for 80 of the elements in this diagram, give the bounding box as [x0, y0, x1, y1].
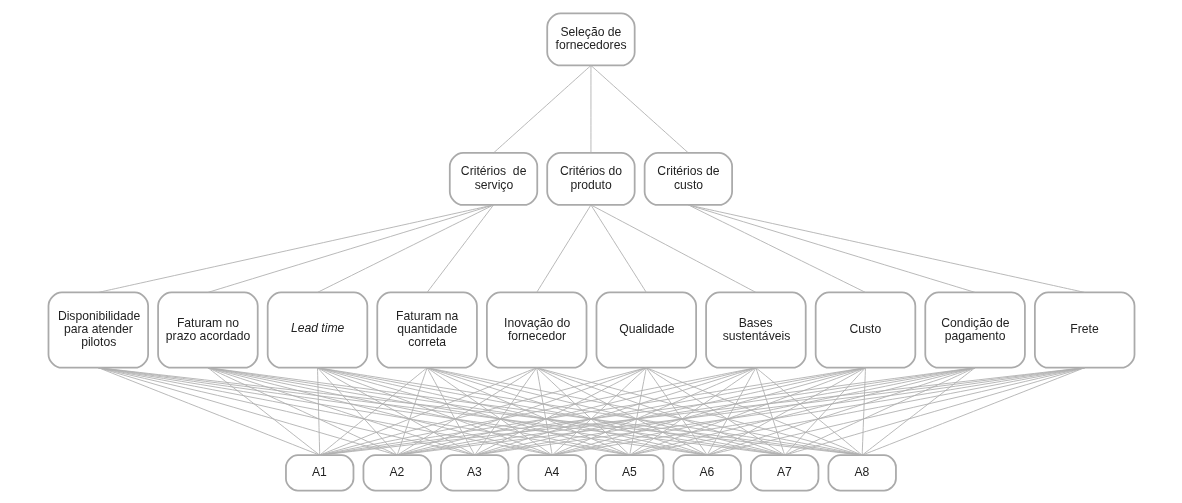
- connector: [645, 366, 785, 456]
- connector: [754, 366, 785, 456]
- connector: [316, 366, 320, 456]
- connector: [206, 366, 553, 456]
- connector: [783, 366, 866, 456]
- connector: [535, 366, 785, 456]
- node-box: A2: [362, 453, 432, 491]
- connector: [535, 366, 630, 456]
- connector: [206, 366, 630, 456]
- node-box: Inovação do fornecedor: [485, 291, 587, 369]
- node-box: A3: [439, 453, 509, 491]
- node-box: Faturam na quantidade correta: [375, 291, 478, 369]
- connector: [396, 366, 537, 456]
- connector: [316, 204, 494, 293]
- connector: [628, 366, 647, 456]
- node-box: A8: [827, 453, 897, 491]
- connector: [426, 366, 475, 456]
- connector: [473, 366, 537, 456]
- node-box: Condição de pagamento: [923, 291, 1026, 369]
- connector: [473, 366, 647, 456]
- node-box: Critérios do produto: [545, 151, 636, 206]
- connector: [551, 366, 756, 456]
- connector: [687, 204, 1085, 293]
- connector: [628, 366, 976, 456]
- node-box: Faturam no prazo acordado: [156, 291, 259, 369]
- node-box: Critérios de custo: [643, 151, 733, 206]
- connector: [396, 366, 647, 456]
- connector: [206, 204, 494, 293]
- connector: [396, 366, 756, 456]
- connector: [316, 366, 398, 456]
- connector: [628, 366, 756, 456]
- connector: [590, 204, 647, 293]
- connector: [706, 366, 866, 456]
- node-box: A6: [672, 453, 742, 491]
- connector: [861, 366, 976, 456]
- connector: [535, 366, 708, 456]
- node-box: Qualidade: [595, 291, 697, 369]
- connector: [492, 64, 591, 153]
- connector: [706, 366, 756, 456]
- connector: [426, 204, 494, 293]
- connector: [706, 366, 976, 456]
- connector: [426, 366, 708, 456]
- node-box: A4: [517, 453, 587, 491]
- node-box: Bases sustentáveis: [704, 291, 807, 369]
- connector: [426, 366, 553, 456]
- connector: [687, 204, 976, 293]
- connector: [783, 366, 976, 456]
- connector: [551, 366, 976, 456]
- connector: [396, 366, 428, 456]
- node-box: A7: [749, 453, 819, 491]
- connector: [706, 366, 1085, 456]
- node-box: A5: [594, 453, 664, 491]
- connector: [590, 64, 689, 153]
- connector: [687, 204, 866, 293]
- connector: [783, 366, 1085, 456]
- node-box: Critérios de serviço: [448, 151, 538, 206]
- node-box: Disponibilidade para atender pilotos: [47, 291, 149, 369]
- node-box: Lead time: [266, 291, 368, 369]
- connector: [316, 366, 475, 456]
- node-box: Frete: [1033, 291, 1135, 369]
- connector: [206, 366, 398, 456]
- connector: [473, 366, 756, 456]
- connector: [97, 204, 494, 293]
- connector: [206, 366, 475, 456]
- connector: [206, 366, 320, 456]
- node-box: A1: [284, 453, 354, 491]
- node-box: Custo: [814, 291, 916, 369]
- node-box: Seleção de fornecedores: [545, 12, 636, 66]
- connector: [426, 366, 785, 456]
- connector: [590, 204, 756, 293]
- connector: [535, 366, 553, 456]
- connector: [551, 366, 647, 456]
- connector: [861, 366, 1085, 456]
- connector: [318, 366, 428, 456]
- connector: [535, 204, 591, 293]
- connector: [754, 366, 863, 456]
- connector: [645, 366, 708, 456]
- connector: [861, 366, 866, 456]
- connector: [590, 64, 591, 153]
- connector: [426, 366, 630, 456]
